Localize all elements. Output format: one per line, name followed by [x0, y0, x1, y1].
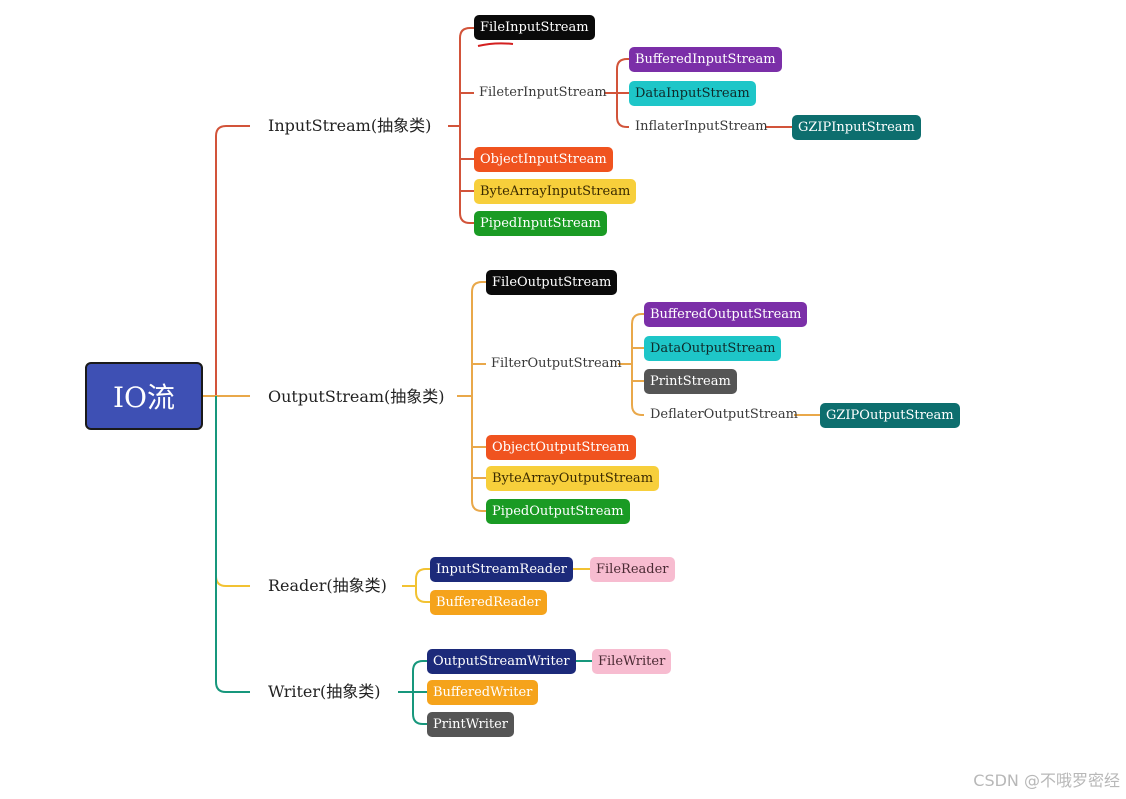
node-gzipoutputstream[interactable]: GZIPOutputStream [820, 403, 960, 428]
node-pipedinputstream[interactable]: PipedInputStream [474, 211, 607, 236]
node-fileoutputstream[interactable]: FileOutputStream [486, 270, 618, 295]
node-filterinputstream[interactable]: FileterInputStream [479, 85, 607, 100]
node-gzipinputstream[interactable]: GZIPInputStream [792, 115, 921, 140]
node-printwriter[interactable]: PrintWriter [427, 712, 514, 737]
node-dataoutputstream[interactable]: DataOutputStream [644, 336, 782, 361]
branch-outputstream[interactable]: OutputStream(抽象类) [268, 387, 445, 406]
node-objectoutputstream[interactable]: ObjectOutputStream [486, 435, 636, 460]
branch-reader[interactable]: Reader(抽象类) [268, 576, 387, 595]
node-bufferedwriter[interactable]: BufferedWriter [427, 680, 539, 705]
node-inputstreamreader[interactable]: InputStreamReader [430, 557, 574, 582]
node-fileinputstream[interactable]: FileInputStream [474, 15, 595, 40]
node-outputstreamwriter[interactable]: OutputStreamWriter [427, 649, 576, 674]
node-bufferedreader[interactable]: BufferedReader [430, 590, 547, 615]
node-bufferedinputstream[interactable]: BufferedInputStream [629, 47, 782, 72]
branch-writer[interactable]: Writer(抽象类) [268, 682, 381, 701]
node-filereader[interactable]: FileReader [590, 557, 675, 582]
node-pipedoutputstream[interactable]: PipedOutputStream [486, 499, 630, 524]
node-objectinputstream[interactable]: ObjectInputStream [474, 147, 613, 172]
node-bufferedoutputstream[interactable]: BufferedOutputStream [644, 302, 808, 327]
node-filteroutputstream[interactable]: FilterOutputStream [491, 356, 622, 371]
node-datainputstream[interactable]: DataInputStream [629, 81, 756, 106]
node-printstream[interactable]: PrintStream [644, 369, 737, 394]
node-deflateroutputstream[interactable]: DeflaterOutputStream [650, 407, 798, 422]
root-node[interactable]: IO流 [85, 362, 203, 430]
node-inflaterinputstream[interactable]: InflaterInputStream [635, 119, 768, 134]
node-bytearrayoutputstream[interactable]: ByteArrayOutputStream [486, 466, 660, 491]
node-filewriter[interactable]: FileWriter [592, 649, 672, 674]
watermark: CSDN @不哦罗密经 [973, 771, 1120, 790]
branch-inputstream[interactable]: InputStream(抽象类) [268, 116, 432, 135]
node-bytearrayinputstream[interactable]: ByteArrayInputStream [474, 179, 637, 204]
